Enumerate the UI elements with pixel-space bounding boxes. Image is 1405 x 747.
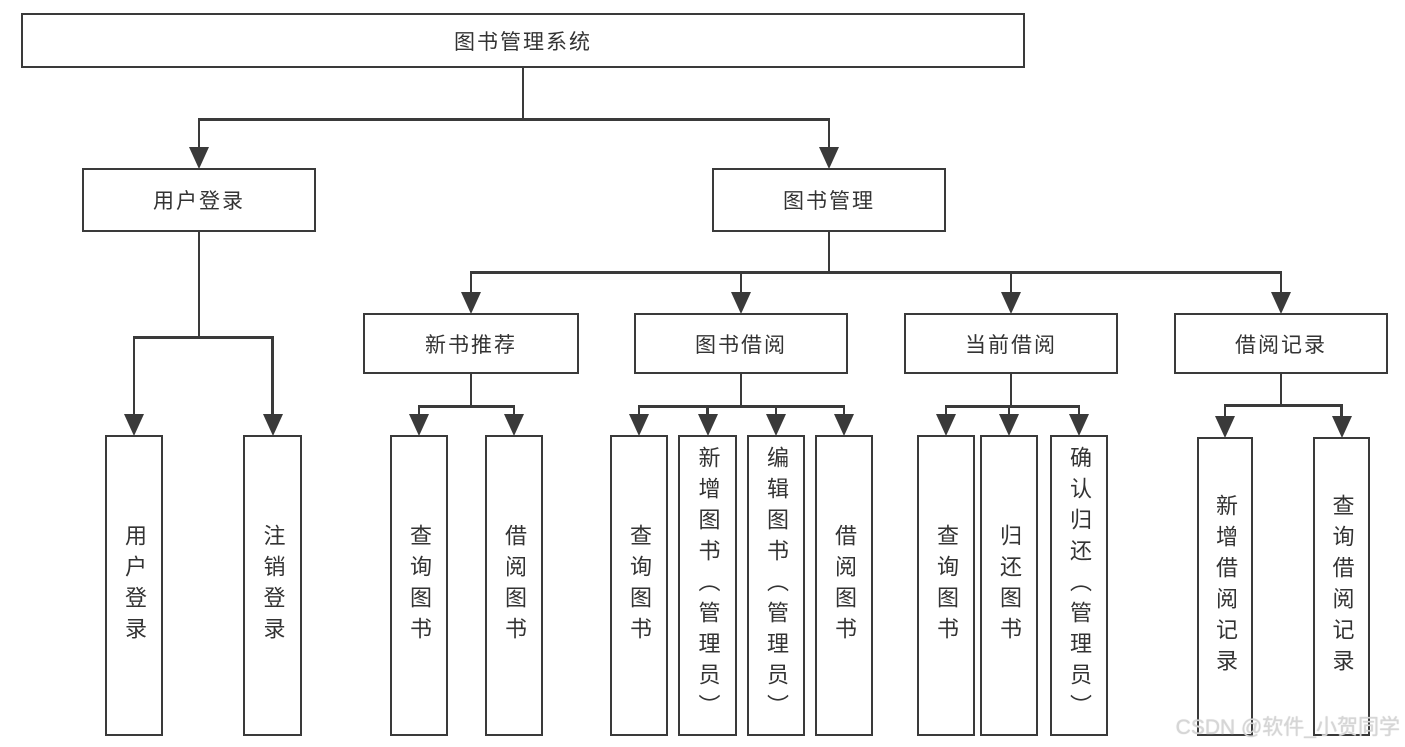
node-leaf-query-book-2: 查询图书 [610, 435, 668, 736]
connector-drop-borrow-record [1279, 271, 1283, 297]
connector-drop-leaf-confirm-return [1077, 405, 1081, 419]
connector-branch-current-borrow [944, 405, 1081, 408]
node-label-book-mgmt: 图书管理 [783, 190, 875, 213]
arrow-down-icon-leaf-logout [262, 414, 283, 436]
node-borrow-record: 借阅记录 [1174, 313, 1388, 374]
node-leaf-query-book-3: 查询图书 [917, 435, 975, 736]
arrow-down-icon-leaf-query-book-1 [409, 414, 429, 436]
connector-drop-leaf-user-login [132, 336, 136, 419]
node-label-leaf-add-book: 新增图书（管理员） [695, 446, 721, 725]
arrow-down-icon-leaf-add-record [1215, 416, 1235, 438]
connector-stem-current-borrow [1009, 374, 1013, 408]
connector-branch-book-mgmt [469, 271, 1283, 274]
node-label-borrow-record: 借阅记录 [1235, 333, 1327, 357]
node-leaf-add-record: 新增借阅记录 [1197, 437, 1253, 736]
node-label-root: 图书管理系统 [454, 30, 592, 54]
node-leaf-logout: 注销登录 [243, 435, 302, 736]
node-label-current-borrow: 当前借阅 [965, 333, 1057, 357]
node-label-leaf-logout: 注销登录 [260, 523, 286, 648]
connector-drop-book-borrow [739, 271, 743, 297]
node-leaf-borrow-book-1: 借阅图书 [485, 435, 543, 736]
node-leaf-query-book-1: 查询图书 [390, 435, 448, 736]
node-label-leaf-query-book-2: 查询图书 [627, 523, 652, 648]
connector-drop-book-mgmt [827, 118, 831, 152]
node-book-mgmt: 图书管理 [712, 168, 946, 232]
connector-drop-leaf-return-book [1007, 405, 1011, 419]
connector-drop-current-borrow [1009, 271, 1013, 297]
connector-drop-user-login-group [197, 118, 201, 152]
node-leaf-query-record: 查询借阅记录 [1313, 437, 1370, 736]
node-user-login-group: 用户登录 [82, 168, 316, 232]
arrow-down-icon-current-borrow [1001, 292, 1021, 314]
node-label-user-login-group: 用户登录 [153, 190, 245, 213]
connector-drop-leaf-logout [271, 336, 274, 419]
arrow-down-icon-user-login-group [189, 147, 209, 169]
node-label-leaf-confirm-return: 确认归还（管理员） [1067, 446, 1092, 725]
node-label-leaf-query-book-3: 查询图书 [934, 523, 959, 648]
node-label-book-borrow: 图书借阅 [695, 333, 787, 357]
connector-branch-book-borrow [637, 405, 846, 408]
arrow-down-icon-leaf-borrow-book-2 [834, 414, 854, 436]
node-label-leaf-edit-book: 编辑图书（管理员） [764, 446, 789, 725]
connector-stem-new-book-rec [469, 374, 473, 408]
node-leaf-add-book: 新增图书（管理员） [678, 435, 737, 736]
arrow-down-icon-leaf-borrow-book-1 [504, 414, 524, 436]
connector-drop-leaf-borrow-book-1 [512, 405, 516, 419]
node-label-leaf-query-record: 查询借阅记录 [1329, 493, 1355, 680]
connector-drop-leaf-query-book-3 [944, 405, 948, 419]
connector-drop-leaf-borrow-book-2 [842, 405, 846, 419]
connector-stem-user-login-group [197, 232, 201, 339]
connector-drop-leaf-edit-book [774, 405, 778, 419]
node-label-leaf-borrow-book-1: 借阅图书 [502, 523, 527, 648]
node-new-book-rec: 新书推荐 [363, 313, 579, 374]
node-book-borrow: 图书借阅 [634, 313, 848, 374]
arrow-down-icon-leaf-edit-book [766, 414, 786, 436]
arrow-down-icon-book-borrow [731, 292, 751, 314]
connector-drop-leaf-query-record [1340, 404, 1343, 421]
node-current-borrow: 当前借阅 [904, 313, 1118, 374]
arrow-down-icon-leaf-query-record [1331, 416, 1352, 438]
connector-branch-user-login-group [132, 336, 274, 339]
connector-drop-leaf-add-book [706, 405, 709, 419]
node-leaf-borrow-book-2: 借阅图书 [815, 435, 873, 736]
connector-drop-leaf-query-book-1 [417, 405, 421, 419]
connector-drop-leaf-add-record [1223, 404, 1227, 421]
arrow-down-icon-book-mgmt [819, 147, 839, 169]
node-label-leaf-user-login: 用户登录 [122, 523, 147, 648]
connector-stem-borrow-record [1279, 374, 1283, 407]
node-leaf-confirm-return: 确认归还（管理员） [1050, 435, 1108, 736]
arrow-down-icon-leaf-confirm-return [1069, 414, 1089, 436]
arrow-down-icon-leaf-return-book [999, 414, 1019, 436]
node-leaf-return-book: 归还图书 [980, 435, 1038, 736]
node-root: 图书管理系统 [21, 13, 1025, 68]
arrow-down-icon-leaf-query-book-3 [936, 414, 956, 436]
connector-branch-root [197, 118, 831, 121]
node-label-leaf-query-book-1: 查询图书 [407, 523, 432, 648]
connector-branch-borrow-record [1223, 404, 1343, 407]
csdn-watermark: CSDN @软件_小贺同学 [1175, 716, 1400, 739]
node-leaf-user-login: 用户登录 [105, 435, 163, 736]
node-label-leaf-borrow-book-2: 借阅图书 [832, 523, 857, 648]
node-label-leaf-add-record: 新增借阅记录 [1213, 493, 1238, 680]
arrow-down-icon-leaf-query-book-2 [629, 414, 649, 436]
node-leaf-edit-book: 编辑图书（管理员） [747, 435, 805, 736]
node-label-leaf-return-book: 归还图书 [997, 523, 1022, 648]
connector-stem-book-mgmt [827, 232, 831, 274]
connector-drop-leaf-query-book-2 [637, 405, 641, 419]
connector-stem-root [521, 68, 525, 121]
arrow-down-icon-new-book-rec [461, 292, 481, 314]
arrow-down-icon-leaf-user-login [124, 414, 144, 436]
arrow-down-icon-borrow-record [1271, 292, 1291, 314]
connector-branch-new-book-rec [417, 405, 516, 408]
connector-drop-new-book-rec [469, 271, 473, 297]
connector-stem-book-borrow [739, 374, 743, 408]
arrow-down-icon-leaf-add-book [697, 414, 718, 436]
node-label-new-book-rec: 新书推荐 [425, 333, 517, 357]
